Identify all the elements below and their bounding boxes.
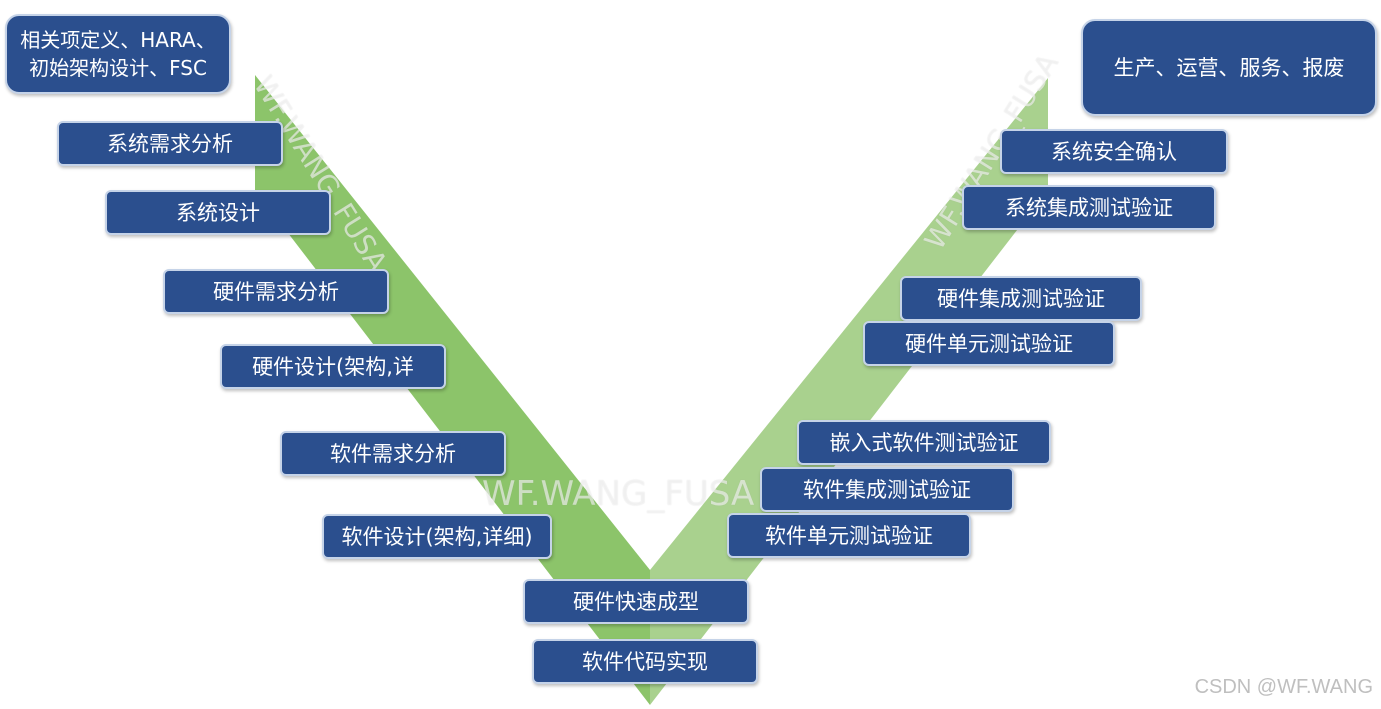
left-box-system-requirements[interactable]: 系统需求分析 [57,121,283,166]
right-box-production-operation-label: 生产、运营、服务、报废 [1113,55,1345,80]
left-box-hardware-requirements-label: 硬件需求分析 [213,279,339,304]
left-box-software-requirements[interactable]: 软件需求分析 [280,431,506,476]
right-box-production-operation[interactable]: 生产、运营、服务、报废 [1081,19,1377,116]
right-box-embedded-software-test-label: 嵌入式软件测试验证 [829,430,1019,455]
left-box-item-definition[interactable]: 相关项定义、HARA、初始架构设计、FSC [5,14,231,94]
left-box-software-design[interactable]: 软件设计(架构,详细) [322,514,552,559]
left-box-system-requirements-label: 系统需求分析 [107,131,233,156]
left-box-item-definition-label: 相关项定义、HARA、初始架构设计、FSC [20,28,216,80]
right-box-software-integration-test[interactable]: 软件集成测试验证 [760,467,1014,512]
footer-credit: CSDN @WF.WANG [1194,676,1373,698]
right-box-embedded-software-test[interactable]: 嵌入式软件测试验证 [797,420,1051,465]
right-box-safety-validation-label: 系统安全确认 [1051,139,1177,164]
bottom-box-hardware-prototyping-label: 硬件快速成型 [573,589,699,614]
right-box-hardware-integration-test-label: 硬件集成测试验证 [937,286,1105,311]
right-box-safety-validation[interactable]: 系统安全确认 [1000,129,1228,174]
left-box-software-requirements-label: 软件需求分析 [330,441,456,466]
left-box-software-design-label: 软件设计(架构,详细) [341,524,533,549]
bottom-box-software-coding-label: 软件代码实现 [582,649,708,674]
right-box-software-unit-test-label: 软件单元测试验证 [765,523,933,548]
left-box-system-design[interactable]: 系统设计 [105,190,331,235]
right-box-software-unit-test[interactable]: 软件单元测试验证 [727,513,971,558]
left-box-hardware-design-label: 硬件设计(架构,详 [252,354,414,379]
bottom-box-software-coding[interactable]: 软件代码实现 [532,639,758,684]
left-box-hardware-requirements[interactable]: 硬件需求分析 [163,269,389,314]
bottom-box-hardware-prototyping[interactable]: 硬件快速成型 [523,579,749,624]
right-box-software-integration-test-label: 软件集成测试验证 [803,477,971,502]
right-box-hardware-unit-test-label: 硬件单元测试验证 [905,331,1073,356]
left-box-system-design-label: 系统设计 [176,200,260,225]
right-box-hardware-integration-test[interactable]: 硬件集成测试验证 [900,276,1142,321]
right-box-hardware-unit-test[interactable]: 硬件单元测试验证 [863,321,1115,366]
right-box-system-integration-test-label: 系统集成测试验证 [1005,195,1173,220]
left-box-hardware-design[interactable]: 硬件设计(架构,详 [220,344,446,389]
right-box-system-integration-test[interactable]: 系统集成测试验证 [962,185,1216,230]
